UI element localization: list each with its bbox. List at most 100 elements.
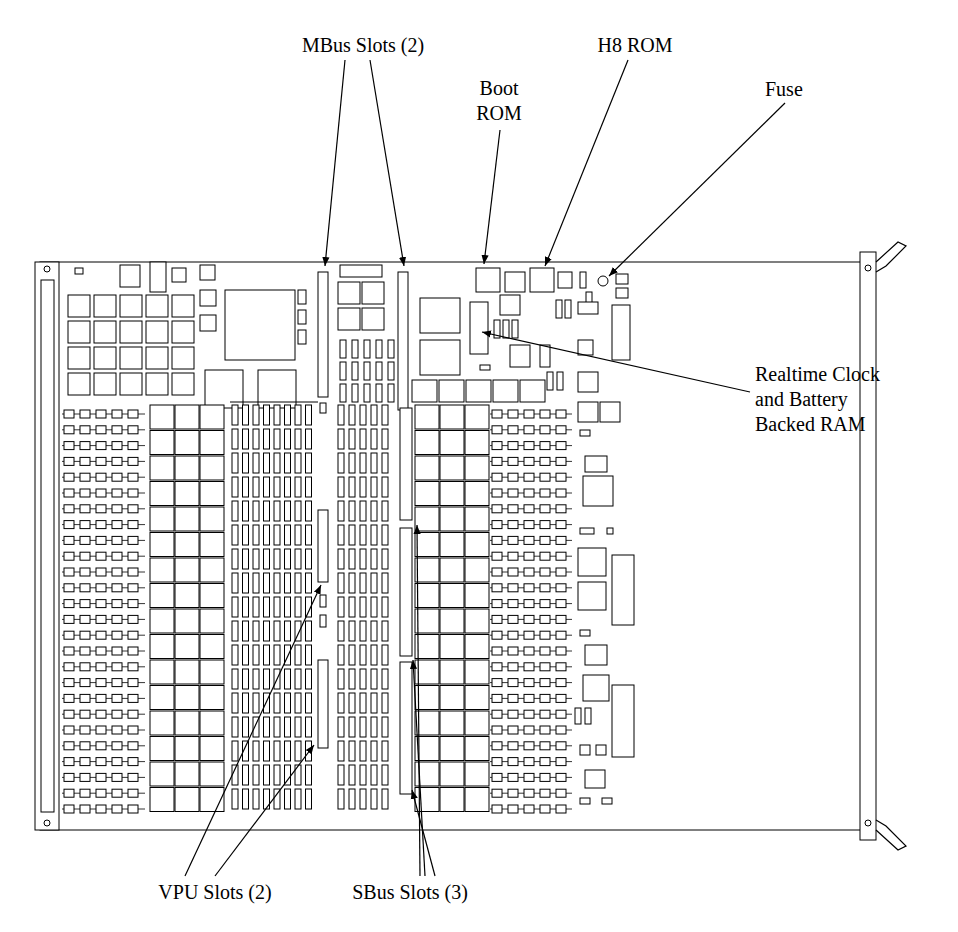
simm-pin	[274, 429, 280, 449]
simm-pin	[382, 597, 388, 617]
memory-chip	[492, 742, 502, 750]
memory-module	[175, 762, 199, 786]
simm-pin	[295, 501, 301, 521]
memory-chip	[80, 742, 90, 750]
memory-chip	[492, 647, 502, 655]
simm-pin	[349, 693, 355, 713]
resistor	[352, 362, 358, 380]
memory-chip	[492, 679, 502, 687]
simm-pin	[371, 645, 377, 665]
simm-pin	[382, 453, 388, 473]
memory-chip	[524, 789, 534, 797]
memory-module	[440, 737, 464, 761]
memory-chip	[492, 789, 502, 797]
simm-pin	[338, 693, 344, 713]
memory-chip	[112, 426, 122, 434]
simm-pin	[264, 741, 270, 761]
memory-chip	[540, 694, 550, 702]
simm-pin	[243, 693, 249, 713]
memory-module	[200, 584, 224, 608]
memory-chip	[508, 663, 518, 671]
memory-chip	[508, 410, 518, 418]
simm-pin	[232, 405, 238, 425]
smd-part	[298, 290, 306, 304]
simm-pin	[371, 525, 377, 545]
simm-pin	[253, 429, 259, 449]
memory-module	[440, 788, 464, 812]
simm-pin	[253, 789, 259, 809]
memory-chip	[112, 631, 122, 639]
memory-module	[440, 660, 464, 684]
simm-pin	[264, 477, 270, 497]
memory-chip	[508, 426, 518, 434]
simm-pin	[264, 525, 270, 545]
resistor	[580, 272, 586, 288]
chip	[583, 476, 613, 506]
smd-part	[298, 310, 306, 324]
memory-chip	[508, 726, 518, 734]
memory-chip	[508, 457, 518, 465]
simm-pin	[274, 693, 280, 713]
memory-chip	[96, 489, 106, 497]
simm-pin	[274, 477, 280, 497]
component	[596, 745, 606, 755]
simm-pin	[253, 621, 259, 641]
memory-chip	[64, 726, 74, 734]
memory-chip	[64, 789, 74, 797]
memory-module	[175, 405, 199, 429]
memory-module	[440, 405, 464, 429]
memory-module	[150, 405, 174, 429]
memory-module	[150, 762, 174, 786]
memory-module	[440, 635, 464, 659]
memory-chip	[64, 584, 74, 592]
chip	[120, 321, 142, 343]
memory-chip	[508, 615, 518, 623]
simm-pin	[274, 645, 280, 665]
simm-pin	[243, 453, 249, 473]
simm-pin	[274, 405, 280, 425]
memory-module	[175, 431, 199, 455]
resistor	[503, 320, 509, 338]
simm-pin	[264, 501, 270, 521]
simm-pin	[382, 621, 388, 641]
simm-pin	[295, 453, 301, 473]
memory-chip	[508, 489, 518, 497]
simm-pin	[253, 573, 259, 593]
memory-chip	[128, 773, 138, 781]
memory-chip	[96, 521, 106, 529]
smd-part	[602, 798, 612, 804]
panel-screw	[865, 820, 871, 826]
memory-chip	[524, 631, 534, 639]
simm-pin	[382, 645, 388, 665]
memory-chip	[508, 758, 518, 766]
chip	[439, 380, 464, 402]
memory-chip	[492, 489, 502, 497]
simm-pin	[232, 525, 238, 545]
memory-module	[200, 405, 224, 429]
memory-chip	[492, 426, 502, 434]
memory-module	[175, 609, 199, 633]
simm-pin	[349, 477, 355, 497]
memory-chip	[556, 663, 566, 671]
memory-chip	[492, 584, 502, 592]
memory-module	[465, 609, 489, 633]
memory-module	[415, 788, 439, 812]
simm-pin	[274, 765, 280, 785]
memory-chip	[540, 647, 550, 655]
memory-chip	[112, 505, 122, 513]
memory-module	[150, 533, 174, 557]
simm-pin	[253, 645, 259, 665]
simm-pin	[349, 717, 355, 737]
component	[338, 282, 360, 304]
leader-line	[413, 660, 425, 876]
simm-pin	[360, 501, 366, 521]
memory-chip	[540, 426, 550, 434]
memory-chip	[492, 615, 502, 623]
chip	[146, 347, 168, 369]
memory-chip	[508, 710, 518, 718]
memory-module	[415, 431, 439, 455]
simm-pin	[243, 525, 249, 545]
memory-module	[465, 762, 489, 786]
simm-pin	[295, 597, 301, 617]
smd-part	[298, 330, 306, 344]
